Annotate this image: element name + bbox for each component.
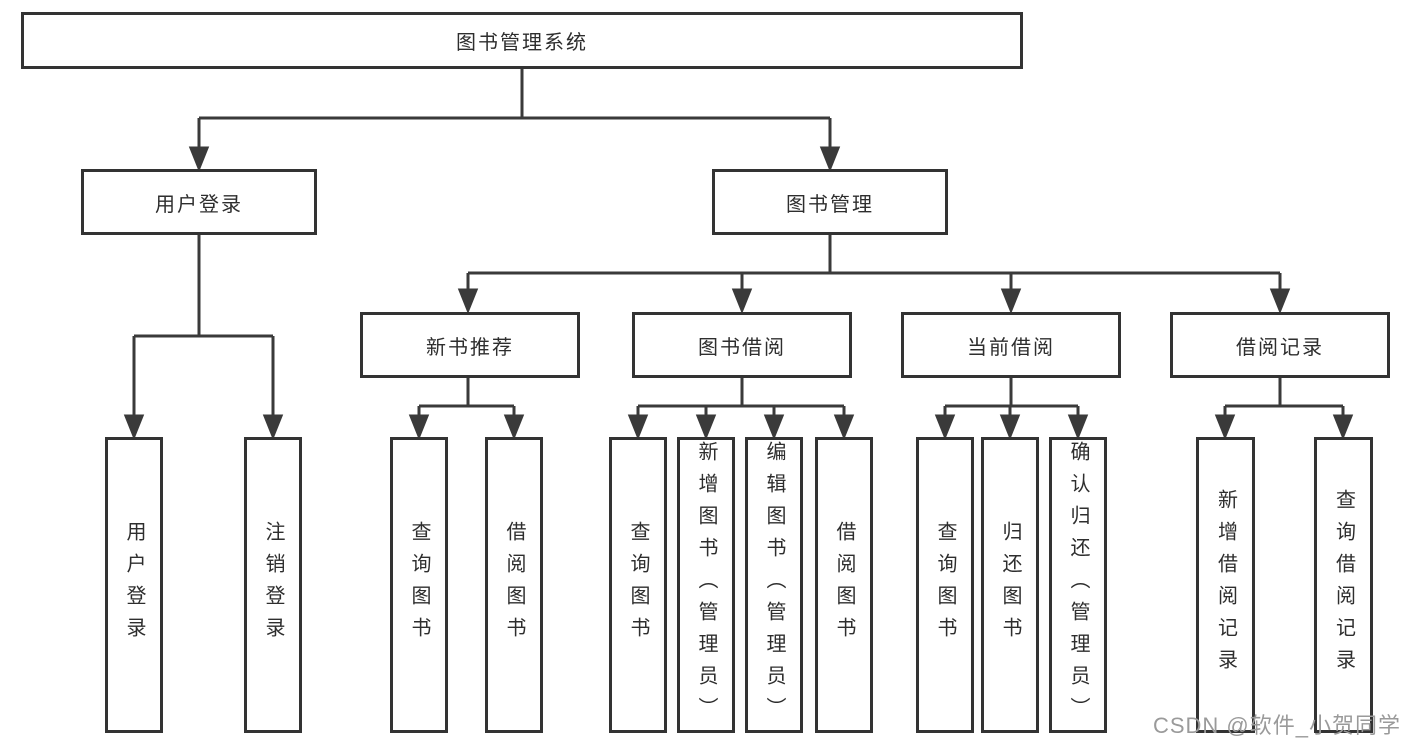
node-root: 图书管理系统 (21, 12, 1023, 69)
node-book-borrow: 图书借阅 (632, 312, 852, 378)
node-leaf-query-borrow-record: 查询借阅记录 (1314, 437, 1373, 733)
node-leaf-logout: 注销登录 (244, 437, 302, 733)
node-leaf-logout-label: 注销登录 (262, 521, 284, 649)
node-leaf-confirm-return-admin-label: 确认归还（管理员） (1067, 441, 1089, 729)
node-user-login: 用户登录 (81, 169, 317, 235)
node-leaf-user-login-label: 用户登录 (123, 521, 145, 649)
node-user-login-label: 用户登录 (155, 193, 243, 216)
node-root-label: 图书管理系统 (456, 32, 588, 54)
node-leaf-cur-query-book-label: 查询图书 (934, 521, 956, 649)
node-book-borrow-label: 图书借阅 (698, 336, 786, 359)
node-leaf-query-borrow-record-label: 查询借阅记录 (1332, 489, 1355, 681)
node-leaf-rec-borrow-book-label: 借阅图书 (503, 521, 525, 649)
node-leaf-return-book: 归还图书 (981, 437, 1039, 733)
node-borrow-record: 借阅记录 (1170, 312, 1390, 378)
connector-book-mgmt (457, 235, 1291, 315)
node-leaf-borrow-book-label: 借阅图书 (833, 521, 855, 649)
node-leaf-edit-book-admin: 编辑图书（管理员） (745, 437, 803, 733)
node-leaf-return-book-label: 归还图书 (999, 521, 1021, 649)
node-leaf-borrow-query-book: 查询图书 (609, 437, 667, 733)
node-leaf-borrow-query-book-label: 查询图书 (627, 521, 649, 649)
node-new-book-rec: 新书推荐 (360, 312, 580, 378)
connector-book-borrow (627, 378, 855, 441)
node-leaf-add-borrow-record: 新增借阅记录 (1196, 437, 1255, 733)
node-leaf-add-book-admin-label: 新增图书（管理员） (695, 441, 717, 729)
connector-user-login (123, 235, 284, 441)
connector-current-borrow (934, 378, 1089, 441)
connector-borrow-record (1214, 378, 1354, 441)
node-borrow-record-label: 借阅记录 (1236, 336, 1324, 359)
node-leaf-edit-book-admin-label: 编辑图书（管理员） (763, 441, 785, 729)
node-current-borrow: 当前借阅 (901, 312, 1121, 378)
node-leaf-cur-query-book: 查询图书 (916, 437, 974, 733)
node-leaf-add-borrow-record-label: 新增借阅记录 (1214, 489, 1237, 681)
node-book-mgmt: 图书管理 (712, 169, 948, 235)
node-book-mgmt-label: 图书管理 (786, 193, 874, 216)
node-leaf-rec-query-book: 查询图书 (390, 437, 448, 733)
node-current-borrow-label: 当前借阅 (967, 336, 1055, 359)
connector-new-book-rec (408, 378, 525, 441)
node-leaf-borrow-book: 借阅图书 (815, 437, 873, 733)
node-leaf-rec-borrow-book: 借阅图书 (485, 437, 543, 733)
node-leaf-add-book-admin: 新增图书（管理员） (677, 437, 735, 733)
node-leaf-confirm-return-admin: 确认归还（管理员） (1049, 437, 1107, 733)
node-leaf-rec-query-book-label: 查询图书 (408, 521, 430, 649)
node-leaf-user-login: 用户登录 (105, 437, 163, 733)
connector-root (188, 69, 841, 173)
node-new-book-rec-label: 新书推荐 (426, 336, 514, 359)
csdn-watermark: CSDN @软件_小贺同学 (1152, 713, 1401, 738)
